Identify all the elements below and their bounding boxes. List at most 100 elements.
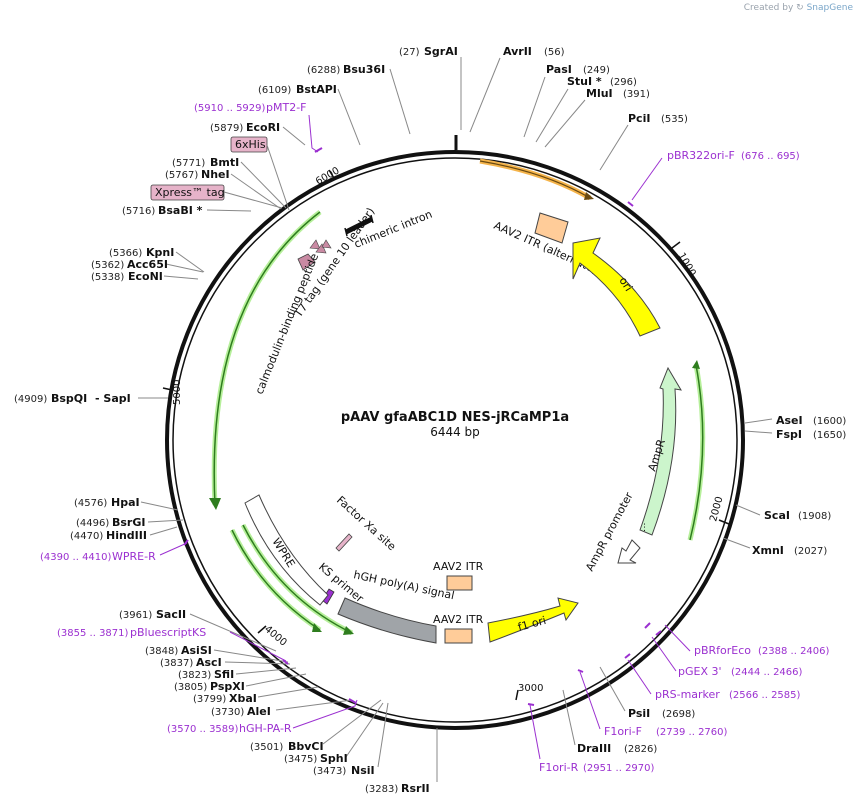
enzyme-name: ScaI: [764, 509, 790, 522]
primer-range: (5910 .. 5929): [194, 103, 266, 114]
enzyme-name: AvrII: [503, 45, 532, 58]
primer-range: (4390 .. 4410): [40, 552, 112, 563]
enzyme-pos: (5767): [165, 170, 198, 181]
enzyme-name: EcoNI: [128, 270, 163, 283]
primer-name: F1ori-F: [604, 725, 642, 738]
tick-1000: 1000: [675, 251, 697, 279]
factor-xa-arrow: [335, 533, 353, 552]
primer-name: pBluescriptKS: [130, 626, 206, 639]
enzyme-name: BstAPI: [296, 83, 337, 96]
ampr-promoter-arrow: [617, 539, 641, 564]
enzyme-name: BbvCI: [288, 740, 324, 753]
itr-box-top: [446, 575, 473, 591]
tag-arrows: [309, 239, 332, 254]
primer-range: (2739 .. 2760): [656, 727, 728, 738]
tick-3000: 3000: [518, 683, 543, 694]
enzyme-name: Acc65I: [127, 258, 168, 271]
snapgene-credit: Created by ↻ SnapGene: [744, 3, 853, 13]
enzyme-name: EcoRI: [246, 121, 280, 134]
enzyme-name: SacII: [156, 608, 186, 621]
enzyme-name: BspQI: [51, 392, 87, 405]
enzyme-name: BsaBI *: [158, 204, 203, 217]
primer-marks: [183, 147, 662, 706]
enzyme-name: XbaI: [229, 692, 257, 705]
tick-4000: 4000: [262, 624, 289, 649]
enzyme-pos: (4470): [70, 531, 103, 542]
enzyme-pos: (1650): [813, 430, 846, 441]
primer-name: pMT2-F: [266, 101, 307, 114]
calmodulin-arrow: [297, 253, 316, 271]
tick-2000: 2000: [708, 495, 725, 522]
itr-box-bottom: [444, 628, 473, 644]
backbone-outer: [165, 150, 745, 730]
enzyme-name: DraIII: [577, 742, 611, 755]
enzyme-labels: (27) SgrAI AvrII (56) PasI (249) StuI * …: [14, 45, 846, 795]
enzyme-name: Bsu36I: [343, 63, 385, 76]
enzyme-pos: (56): [544, 47, 565, 58]
enzyme-name: PasI: [546, 63, 572, 76]
tag-xpress: Xpress™ tag: [155, 186, 225, 199]
wpre-band: [244, 494, 329, 606]
tick-marks: [162, 169, 730, 701]
primer-leaders: [159, 114, 691, 760]
enzyme-name: AseI: [776, 414, 803, 427]
primer-range: (2951 .. 2970): [583, 763, 655, 774]
plasmid-name: pAAV gfaABC1D NES-jRCaMP1a: [341, 410, 569, 425]
tag-6xhis-box: [230, 136, 268, 153]
enzyme-pos: (3473): [313, 766, 346, 777]
ori-outer-arrow-line: [479, 160, 591, 199]
enzyme-pos: (5362): [91, 260, 124, 271]
credit-prefix: Created by: [743, 3, 794, 13]
primer-range: (2566 .. 2585): [729, 690, 801, 701]
enzyme-pos: (3730): [211, 707, 244, 718]
enzyme-pos: (5879): [210, 123, 243, 134]
enzyme-name: MluI: [586, 87, 613, 100]
primer-name: pRS-marker: [655, 688, 720, 701]
hgh-polya-band: [337, 597, 437, 644]
enzyme-leaders: [138, 57, 773, 782]
enzyme-pos: (1908): [798, 511, 831, 522]
enzyme-name: KpnI: [146, 246, 174, 259]
enzyme-pos: (5366): [109, 248, 142, 259]
enzyme-pos: (3848): [145, 646, 178, 657]
primer-range: (2388 .. 2406): [758, 646, 830, 657]
enzyme-pos: (2698): [662, 709, 695, 720]
enzyme-pos: (391): [623, 89, 650, 100]
enzyme-name: StuI *: [567, 75, 602, 88]
ori-arrow: [572, 237, 661, 337]
enzyme-pos: (3961): [119, 610, 152, 621]
primer-range: (3855 .. 3871): [57, 628, 129, 639]
enzyme-name: AleI: [247, 705, 271, 718]
tick-5000: 5000: [172, 380, 183, 405]
enzyme-name: PspXI: [210, 680, 245, 693]
plasmid-length: 6444 bp: [430, 425, 480, 439]
primer-range: (2444 .. 2466): [731, 667, 803, 678]
enzyme-name: HindIII: [106, 529, 147, 542]
enzyme-pos: (6288): [307, 65, 340, 76]
ori-label: ori: [616, 275, 635, 294]
enzyme-pos: (2027): [794, 546, 827, 557]
enzyme-name: BsrGI: [112, 516, 145, 529]
enzyme-pos: (3799): [193, 694, 226, 705]
enzyme-pos: (296): [610, 77, 637, 88]
primer-name: pGEX 3': [678, 665, 722, 678]
f1-ori-arrow: [487, 597, 579, 643]
enzyme-pos: (4496): [76, 518, 109, 529]
enzyme-pos: (5716): [122, 206, 155, 217]
backbone-inner: [172, 157, 738, 723]
itr-alt-box: [534, 212, 569, 244]
enzyme-name: PsiI: [628, 707, 650, 720]
primer-name: F1ori-R: [539, 761, 579, 774]
enzyme-pos: (27): [399, 47, 420, 58]
enzyme-pos: (249): [583, 65, 610, 76]
enzyme-pos: (3501): [250, 742, 283, 753]
enzyme-name: XmnI: [752, 544, 784, 557]
svg-text:⋮: ⋮: [640, 523, 649, 533]
enzyme-name: NheI: [201, 168, 230, 181]
enzyme-pos: (2826): [624, 744, 657, 755]
ampr-arrow: [639, 366, 682, 536]
primer-name: pBR322ori-F: [667, 149, 735, 162]
enzyme-name: BmtI: [210, 156, 239, 169]
enzyme-pos: (3475): [284, 754, 317, 765]
